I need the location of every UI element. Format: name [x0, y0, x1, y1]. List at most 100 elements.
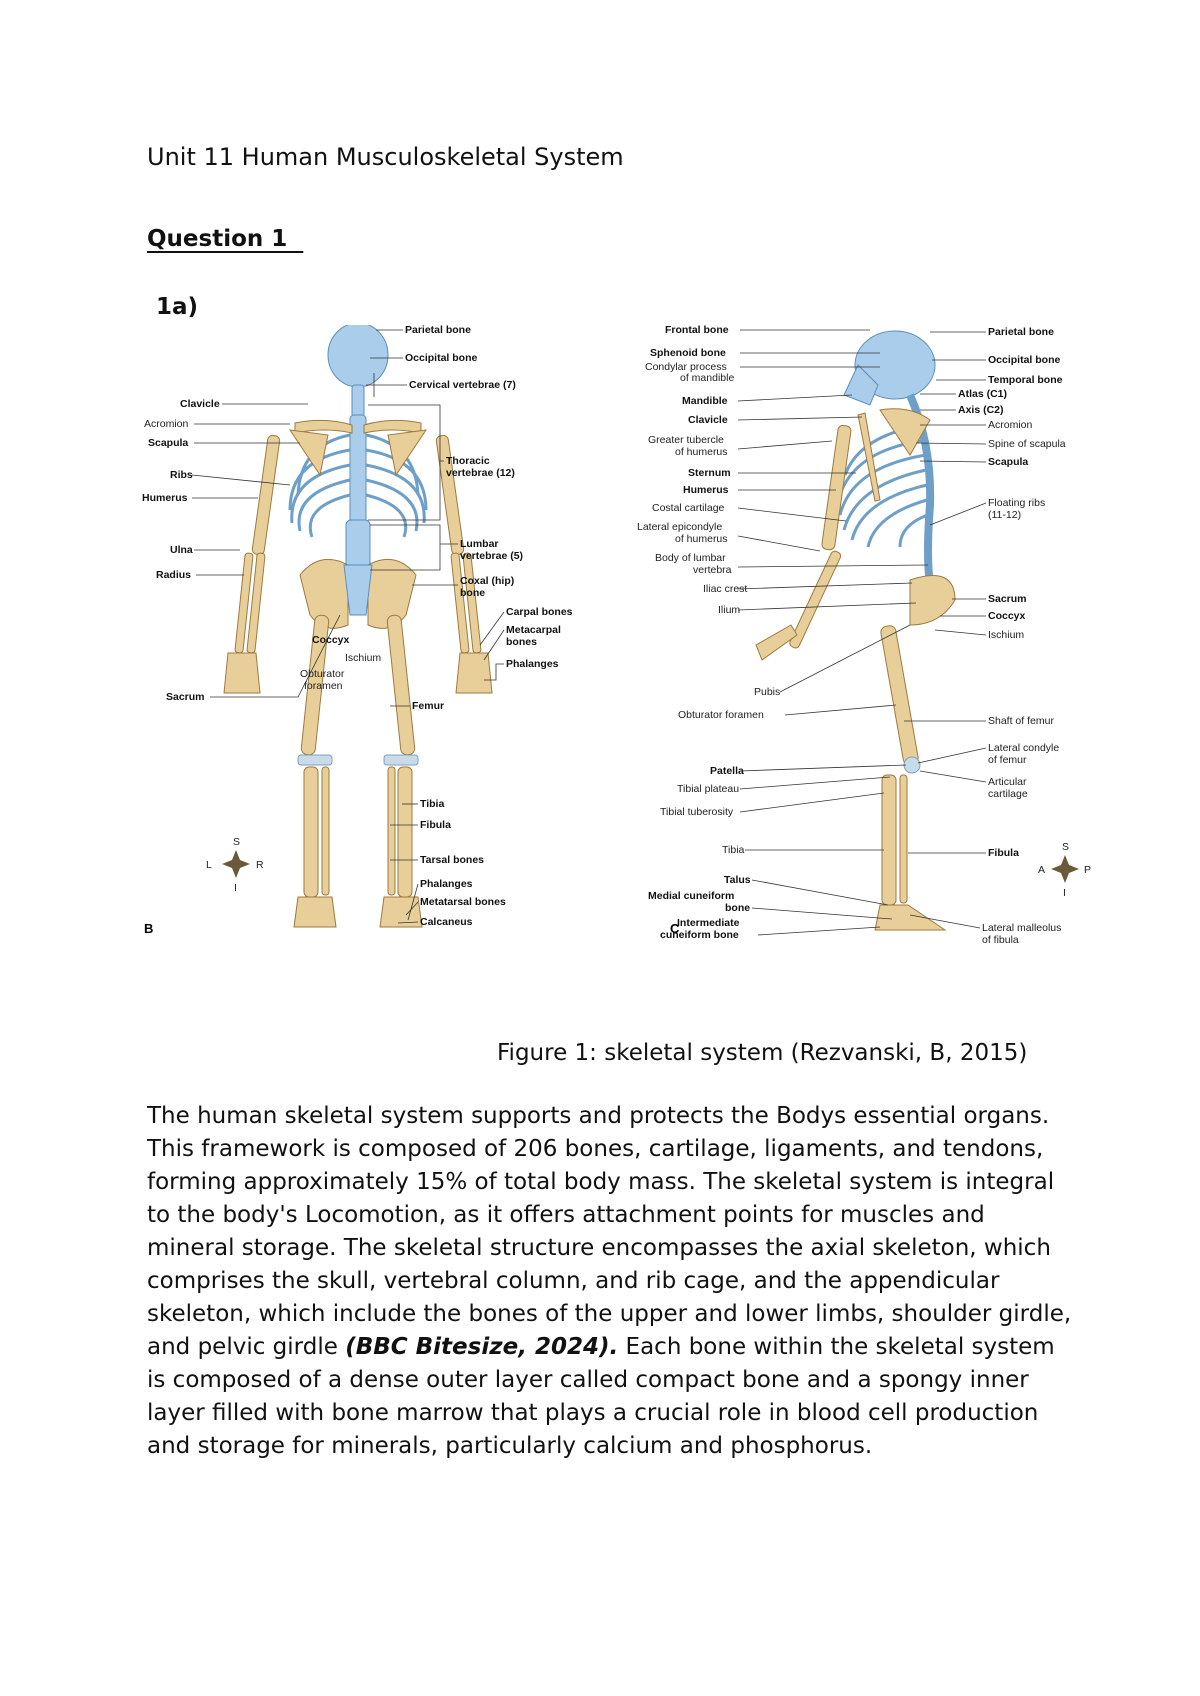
label-costal-cartilage: Costal cartilage: [652, 502, 725, 514]
label-lumbar: Lumbar: [460, 538, 499, 550]
label-obturator-foramen: foramen: [304, 680, 343, 692]
figure-caption: Figure 1: skeletal system (Rezvanski, B,…: [497, 1040, 1028, 1066]
body-paragraph: The human skeletal system supports and p…: [147, 1100, 1077, 1463]
panel-b-left-labels: Clavicle Acromion Scapula Ribs Humerus U…: [142, 398, 341, 703]
label-phalanges-foot: Phalanges: [420, 878, 473, 890]
label-metatarsal-bones: Metatarsal bones: [420, 896, 506, 908]
label-obturator: Obturator: [300, 668, 345, 680]
label-thoracic-count: vertebrae (12): [446, 467, 515, 479]
label-patella: Patella: [710, 765, 744, 777]
label-lumbar-count: vertebrae (5): [460, 550, 523, 562]
label-cartilage: cartilage: [988, 788, 1028, 800]
label-lateral-epicondyle: Lateral epicondyle: [637, 521, 722, 533]
panel-b-right-labels: Parietal bone Occipital bone Cervical ve…: [366, 325, 573, 928]
label-axis: Axis (C2): [958, 404, 1004, 416]
label-acromion-c: Acromion: [988, 419, 1033, 431]
skeletal-system-figure: Clavicle Acromion Scapula Ribs Humerus U…: [142, 325, 1091, 946]
label-tarsal-bones: Tarsal bones: [420, 854, 484, 866]
label-fibula: Fibula: [420, 819, 451, 831]
label-thoracic: Thoracic: [446, 455, 490, 467]
panel-c-letter: C: [670, 921, 680, 936]
label-fibula-c: Fibula: [988, 847, 1019, 859]
document-title: Unit 11 Human Musculoskeletal System: [147, 143, 624, 171]
question-heading: Question 1: [147, 226, 304, 252]
label-scapula: Scapula: [148, 437, 188, 449]
compass-b-r: R: [256, 859, 264, 871]
label-acromion: Acromion: [144, 418, 189, 430]
label-tibial-tuberosity: Tibial tuberosity: [660, 806, 734, 818]
label-medial-cuneiform: Medial cuneiform: [648, 890, 734, 902]
label-lateral-malleolus: Lateral malleolus: [982, 922, 1061, 934]
label-sacrum-c: Sacrum: [988, 593, 1027, 605]
label-sphenoid-bone: Sphenoid bone: [650, 347, 726, 359]
label-mandible: Mandible: [682, 395, 728, 407]
compass-b-s: S: [233, 836, 240, 848]
label-occipital-bone-c: Occipital bone: [988, 354, 1061, 366]
label-calcaneus: Calcaneus: [420, 916, 473, 928]
label-intermediate: Intermediate: [677, 917, 740, 929]
label-humerus: Humerus: [142, 492, 188, 504]
label-of-mandible: of mandible: [680, 372, 734, 384]
label-ribs: Ribs: [170, 469, 193, 481]
compass-c-p: P: [1084, 864, 1091, 876]
label-femur: Femur: [412, 700, 444, 712]
label-vertebra: vertebra: [693, 564, 732, 576]
label-parietal-bone-c: Parietal bone: [988, 326, 1054, 338]
label-clavicle: Clavicle: [180, 398, 220, 410]
compass-c: S A P I: [1038, 841, 1091, 899]
label-iliac-crest: Iliac crest: [703, 583, 747, 595]
label-parietal-bone: Parietal bone: [405, 325, 471, 336]
label-body-lumbar: Body of lumbar: [655, 552, 726, 564]
label-carpal-bones: Carpal bones: [506, 606, 573, 618]
label-ulna: Ulna: [170, 544, 193, 556]
panel-c-right-labels: Parietal bone Occipital bone Temporal bo…: [904, 326, 1066, 946]
label-of-femur: of femur: [988, 754, 1027, 766]
paragraph-text-2: Each bone within the skeletal system is …: [147, 1334, 1055, 1459]
label-coccyx-c: Coccyx: [988, 610, 1026, 622]
citation-bbc-bitesize: (BBC Bitesize, 2024).: [345, 1334, 619, 1360]
label-occipital-bone: Occipital bone: [405, 352, 478, 364]
label-obturator-foramen-c: Obturator foramen: [678, 709, 764, 721]
label-of-humerus-2: of humerus: [675, 533, 728, 545]
compass-b: S L R I: [206, 836, 264, 894]
label-of-fibula: of fibula: [982, 934, 1019, 946]
label-atlas: Atlas (C1): [958, 388, 1007, 400]
compass-c-s: S: [1062, 841, 1069, 853]
label-greater-tubercle: Greater tubercle: [648, 434, 724, 446]
label-phalanges-hand: Phalanges: [506, 658, 559, 670]
panel-b-center-labels: Coccyx Ischium Obturator foramen: [300, 634, 381, 692]
label-radius: Radius: [156, 569, 191, 581]
label-condylar-process: Condylar process: [645, 361, 727, 373]
lateral-skeleton-illustration: [755, 330, 956, 931]
label-tibia: Tibia: [420, 798, 444, 810]
label-tibia-c: Tibia: [722, 844, 745, 856]
label-of-humerus-1: of humerus: [675, 446, 728, 458]
compass-b-i: I: [234, 882, 237, 894]
label-sternum: Sternum: [688, 467, 731, 479]
question-subheading: 1a): [156, 294, 199, 320]
label-sacrum: Sacrum: [166, 691, 205, 703]
label-talus: Talus: [724, 874, 751, 886]
label-humerus-c: Humerus: [683, 484, 729, 496]
label-metacarpal-bones: bones: [506, 636, 537, 648]
label-coccyx: Coccyx: [312, 634, 350, 646]
label-cervical-vertebrae: Cervical vertebrae (7): [409, 379, 516, 391]
label-spine-scapula: Spine of scapula: [988, 438, 1066, 450]
panel-c-left-labels: Frontal bone Sphenoid bone Condylar proc…: [637, 325, 929, 941]
panel-b-letter: B: [144, 921, 153, 936]
label-scapula-c: Scapula: [988, 456, 1028, 468]
label-floating-ribs-count: (11-12): [988, 509, 1021, 521]
label-coxal: Coxal (hip): [460, 575, 514, 587]
label-clavicle-c: Clavicle: [688, 414, 728, 426]
compass-c-i: I: [1063, 887, 1066, 899]
label-cuneiform-bone: cuneiform bone: [660, 929, 739, 941]
compass-c-a: A: [1038, 864, 1045, 876]
label-shaft-femur: Shaft of femur: [988, 715, 1054, 727]
label-floating-ribs: Floating ribs: [988, 497, 1045, 509]
label-lateral-condyle: Lateral condyle: [988, 742, 1059, 754]
label-metacarpal: Metacarpal: [506, 624, 561, 636]
label-articular: Articular: [988, 776, 1027, 788]
compass-b-l: L: [206, 859, 212, 871]
label-ischium-c: Ischium: [988, 629, 1024, 641]
